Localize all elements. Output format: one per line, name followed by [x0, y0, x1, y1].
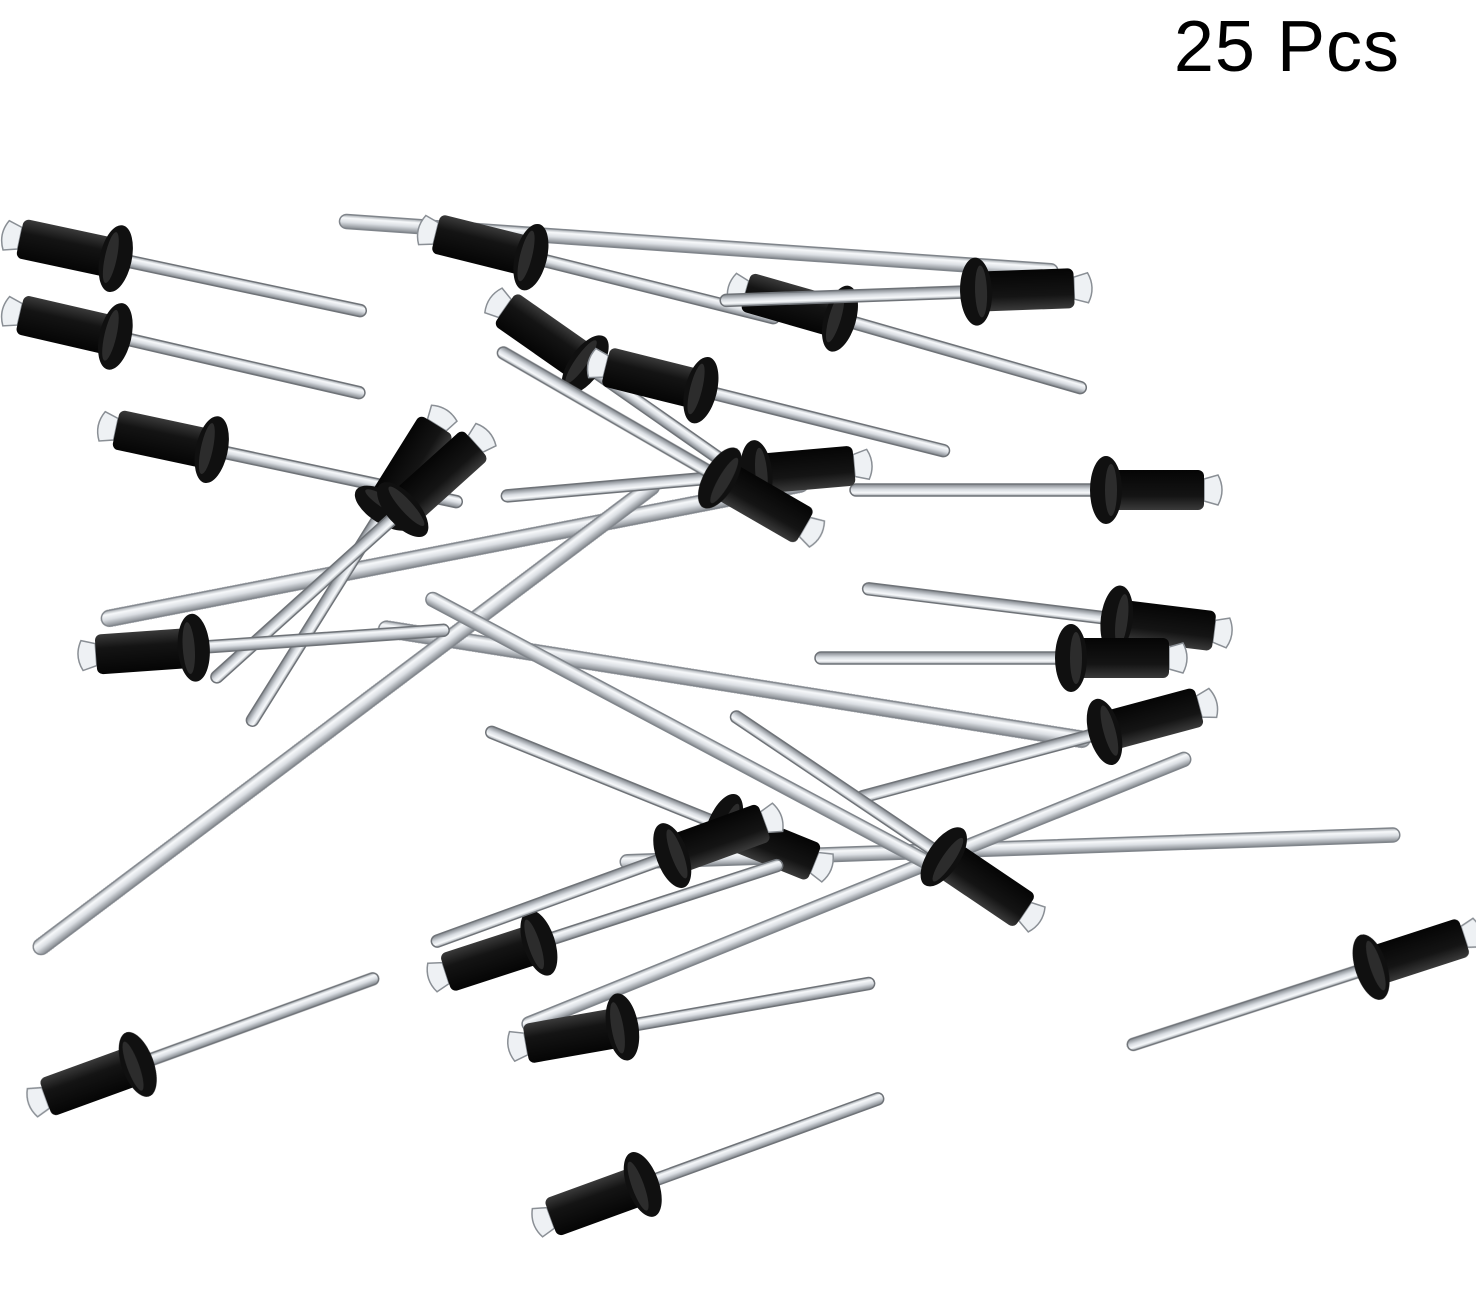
quantity-label: 25 Pcs [1173, 7, 1400, 87]
loose-mandrels [32, 213, 1401, 1032]
rivets [0, 195, 1476, 1257]
